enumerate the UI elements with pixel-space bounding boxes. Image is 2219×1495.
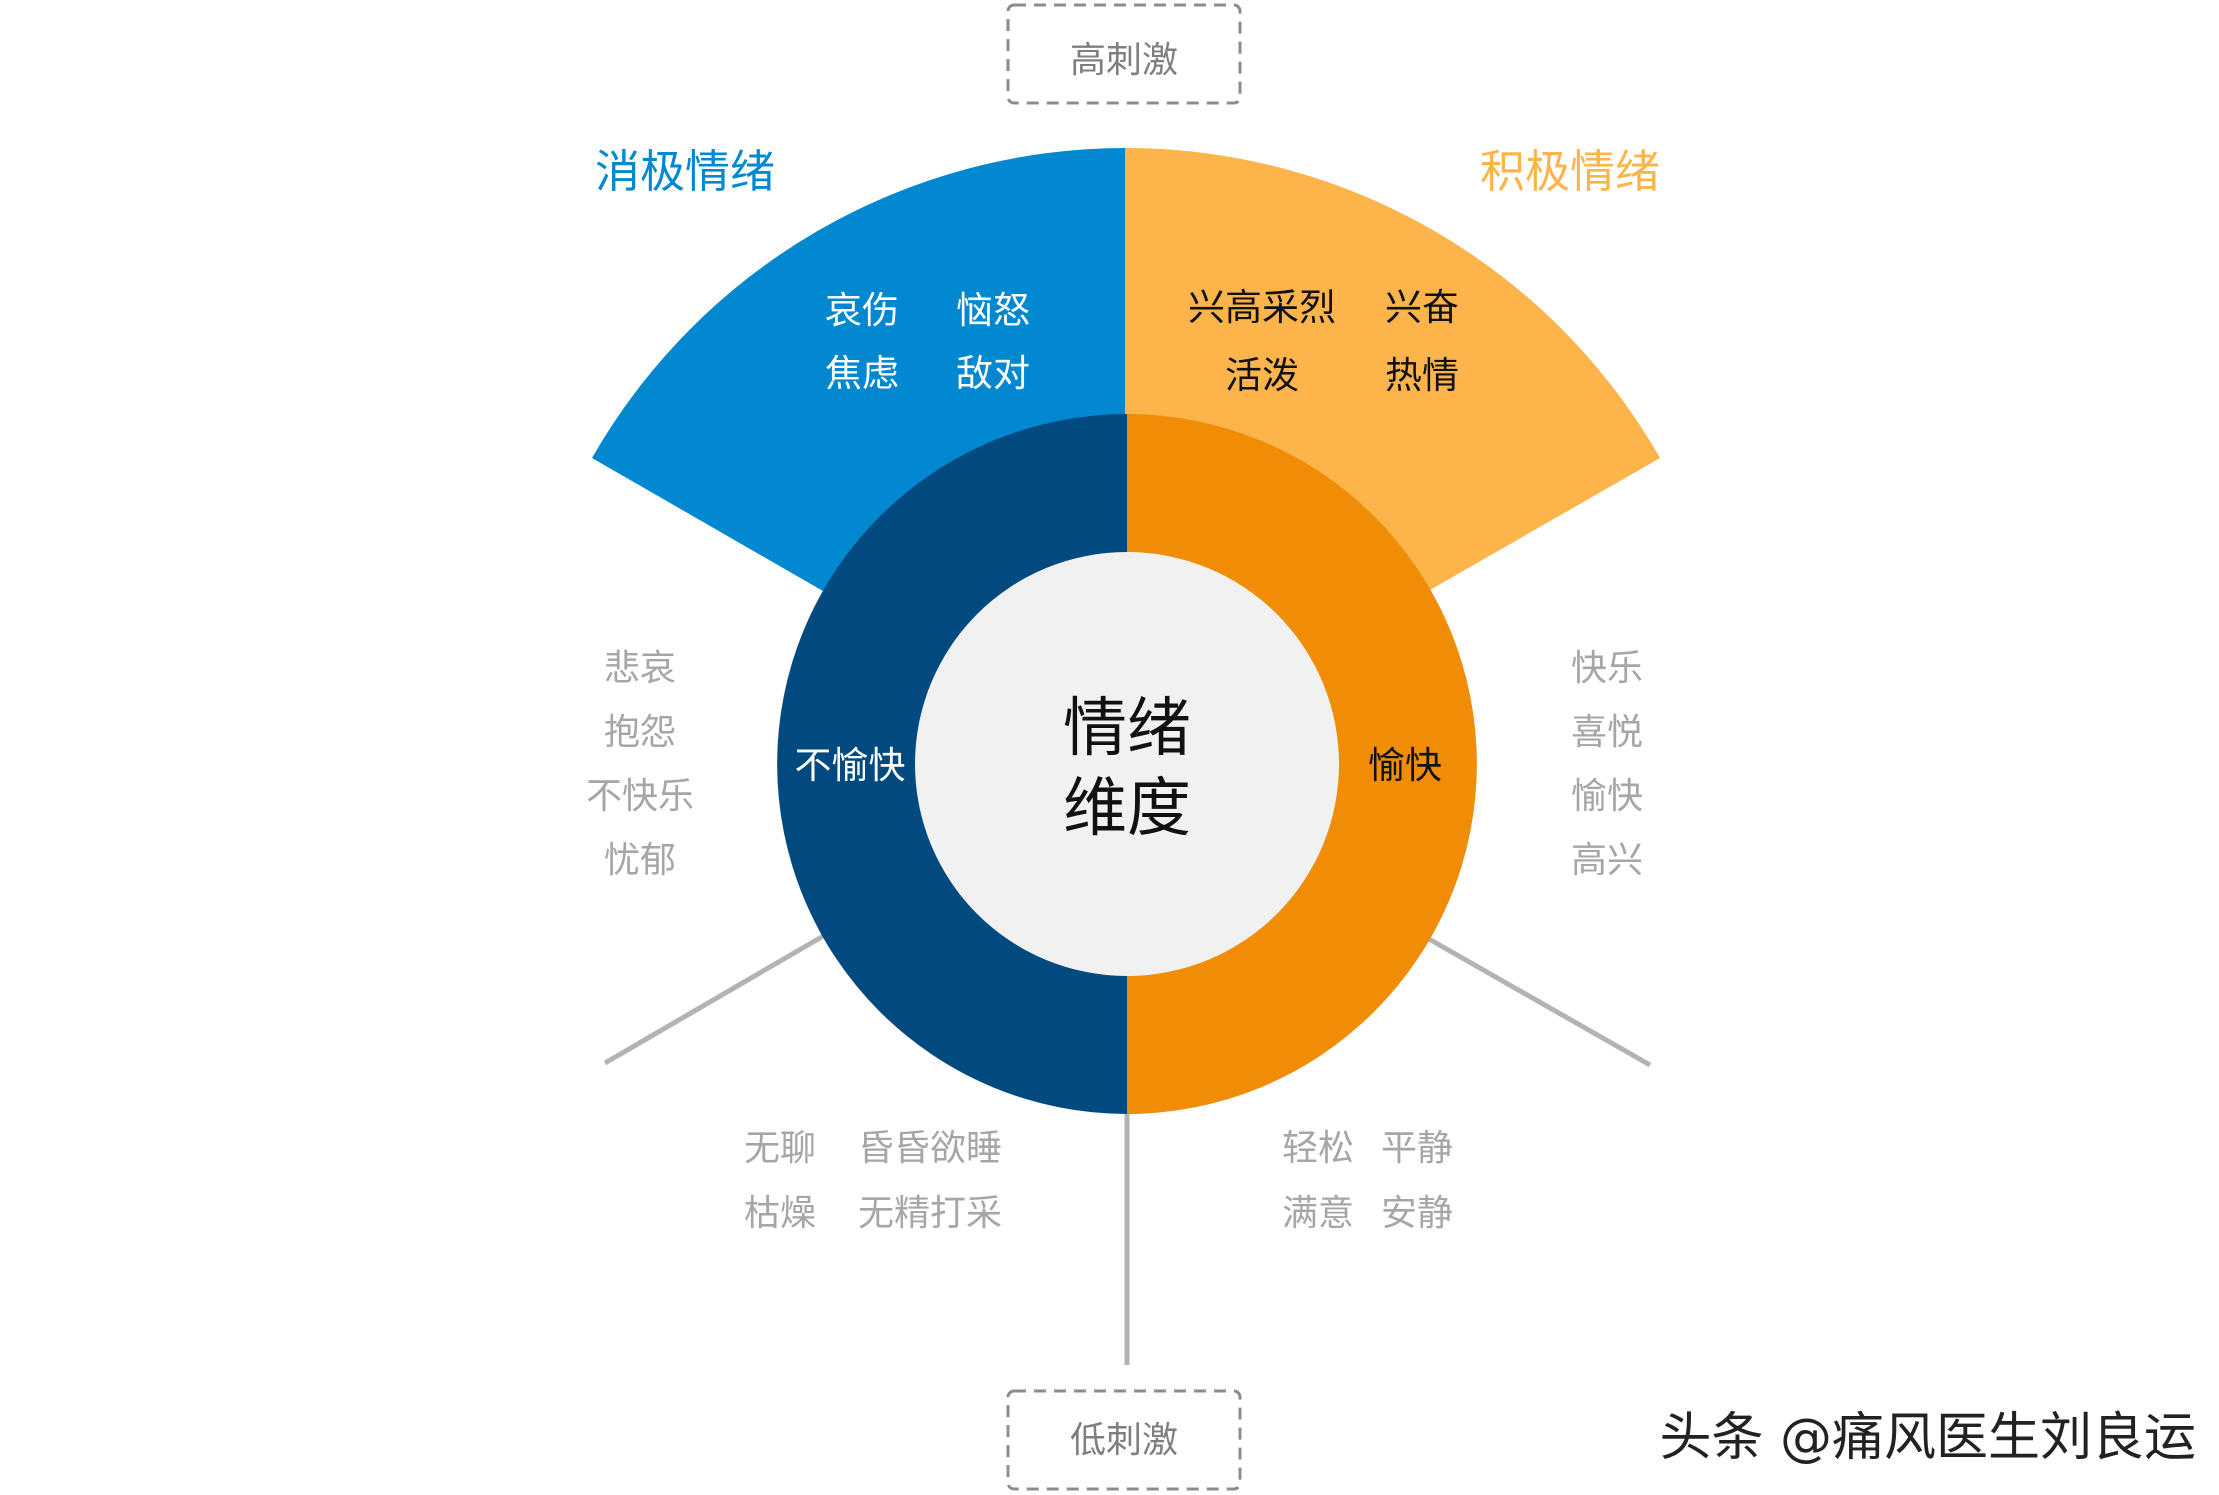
bottom-left-word: 昏昏欲睡 (858, 1128, 1002, 1169)
watermark-text: 头条 @痛风医生刘良运 (1659, 1408, 2196, 1468)
divider-line-left (603, 932, 827, 1066)
center-title-line1: 情绪 (1063, 692, 1191, 766)
right-side-word: 高兴 (1571, 840, 1643, 881)
right-side-word: 愉快 (1571, 776, 1643, 817)
negative-high-word: 恼怒 (956, 289, 1030, 332)
positive-high-word: 兴奋 (1385, 286, 1459, 329)
bottom-left-word: 无聊 (744, 1128, 816, 1169)
positive-high-word: 活泼 (1225, 354, 1299, 397)
bottom-left-word: 枯燥 (744, 1193, 816, 1234)
bottom-right-word: 满意 (1282, 1193, 1354, 1234)
right-side-word: 喜悦 (1571, 712, 1643, 753)
left-side-word: 忧郁 (604, 840, 676, 881)
left-side-word: 抱怨 (604, 712, 676, 753)
bottom-right-word: 轻松 (1282, 1128, 1354, 1169)
low-stimulus-label: 低刺激 (1070, 1420, 1178, 1461)
left-side-word: 不快乐 (586, 776, 694, 817)
pleasant-label: 愉快 (1368, 744, 1442, 787)
positive-high-word: 兴高采烈 (1188, 286, 1336, 329)
left-side-word: 悲哀 (604, 648, 676, 689)
bottom-right-word: 平静 (1381, 1128, 1453, 1169)
center-circle (915, 552, 1339, 976)
center-title-line2: 维度 (1063, 772, 1191, 846)
negative-high-word: 敌对 (956, 352, 1030, 395)
negative-high-word: 焦虑 (825, 352, 899, 395)
high-stimulus-label: 高刺激 (1070, 40, 1178, 81)
negative-high-word: 哀伤 (825, 289, 899, 332)
divider-line-right (1420, 932, 1652, 1068)
bottom-right-word: 安静 (1381, 1193, 1453, 1234)
low-stimulus-box (1006, 1389, 1242, 1491)
unpleasant-label: 不愉快 (795, 744, 906, 787)
positive-high-word: 热情 (1385, 354, 1459, 397)
negative-emotion-title: 消极情绪 (595, 145, 775, 198)
positive-emotion-title: 积极情绪 (1480, 145, 1660, 198)
right-side-word: 快乐 (1571, 648, 1643, 689)
bottom-left-word: 无精打采 (858, 1193, 1002, 1234)
high-stimulus-box (1006, 3, 1242, 105)
